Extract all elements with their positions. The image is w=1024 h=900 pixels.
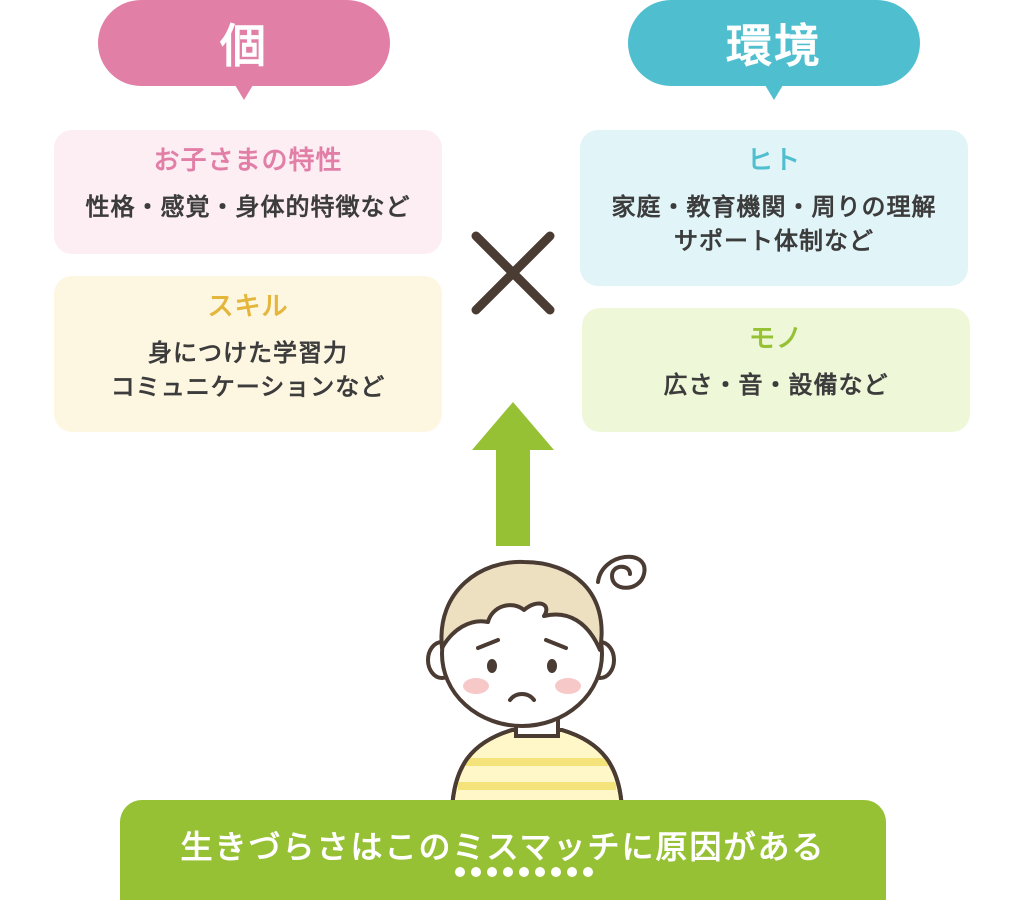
skills-text: 身につけた学習力 コミュニケーションなど (54, 336, 442, 404)
people-line-2: サポート体制など (674, 227, 874, 255)
individual-label-text: 個 (220, 19, 268, 73)
traits-heading: お子さまの特性 (153, 146, 343, 176)
confused-child-icon (426, 554, 647, 810)
emphasis-dot (583, 867, 593, 877)
emphasis-dot (471, 867, 481, 877)
environment-label: 環境 (628, 0, 920, 100)
individual-label: 個 (98, 0, 390, 100)
people-line-1: 家庭・教育機関・周りの理解 (611, 193, 937, 221)
skills-line-2: コミュニケーションなど (110, 373, 386, 401)
multiply-icon (471, 231, 555, 315)
people-text: 家庭・教育機関・周りの理解 サポート体制など (580, 190, 968, 258)
up-arrow-icon (472, 402, 554, 546)
emphasis-dot (519, 867, 529, 877)
people-heading: ヒト (746, 146, 801, 176)
conclusion-text: 生きづらさはこのミスマッチに原因がある (180, 828, 826, 866)
traits-box: お子さまの特性 性格・感覚・身体的特徴など (54, 130, 442, 254)
skills-line-1: 身につけた学習力 (148, 339, 348, 367)
things-line-1: 広さ・音・設備など (663, 371, 889, 399)
environment-label-text: 環境 (726, 19, 822, 73)
skills-heading: スキル (207, 292, 289, 322)
emphasis-dot (535, 867, 545, 877)
traits-line-1: 性格・感覚・身体的特徴など (85, 193, 411, 221)
skills-box: スキル 身につけた学習力 コミュニケーションなど (54, 276, 442, 432)
things-heading: モノ (748, 324, 803, 354)
emphasis-dot (455, 867, 465, 877)
emphasis-dot (503, 867, 513, 877)
people-box: ヒト 家庭・教育機関・周りの理解 サポート体制など (580, 130, 968, 286)
conclusion-banner: 生きづらさはこのミスマッチに原因がある (120, 800, 886, 900)
emphasis-dot (567, 867, 577, 877)
things-text: 広さ・音・設備など (582, 368, 970, 402)
emphasis-dot (551, 867, 561, 877)
emphasis-dot (487, 867, 497, 877)
emphasis-dots (455, 867, 635, 881)
things-box: モノ 広さ・音・設備など (582, 308, 970, 432)
traits-text: 性格・感覚・身体的特徴など (54, 190, 442, 224)
